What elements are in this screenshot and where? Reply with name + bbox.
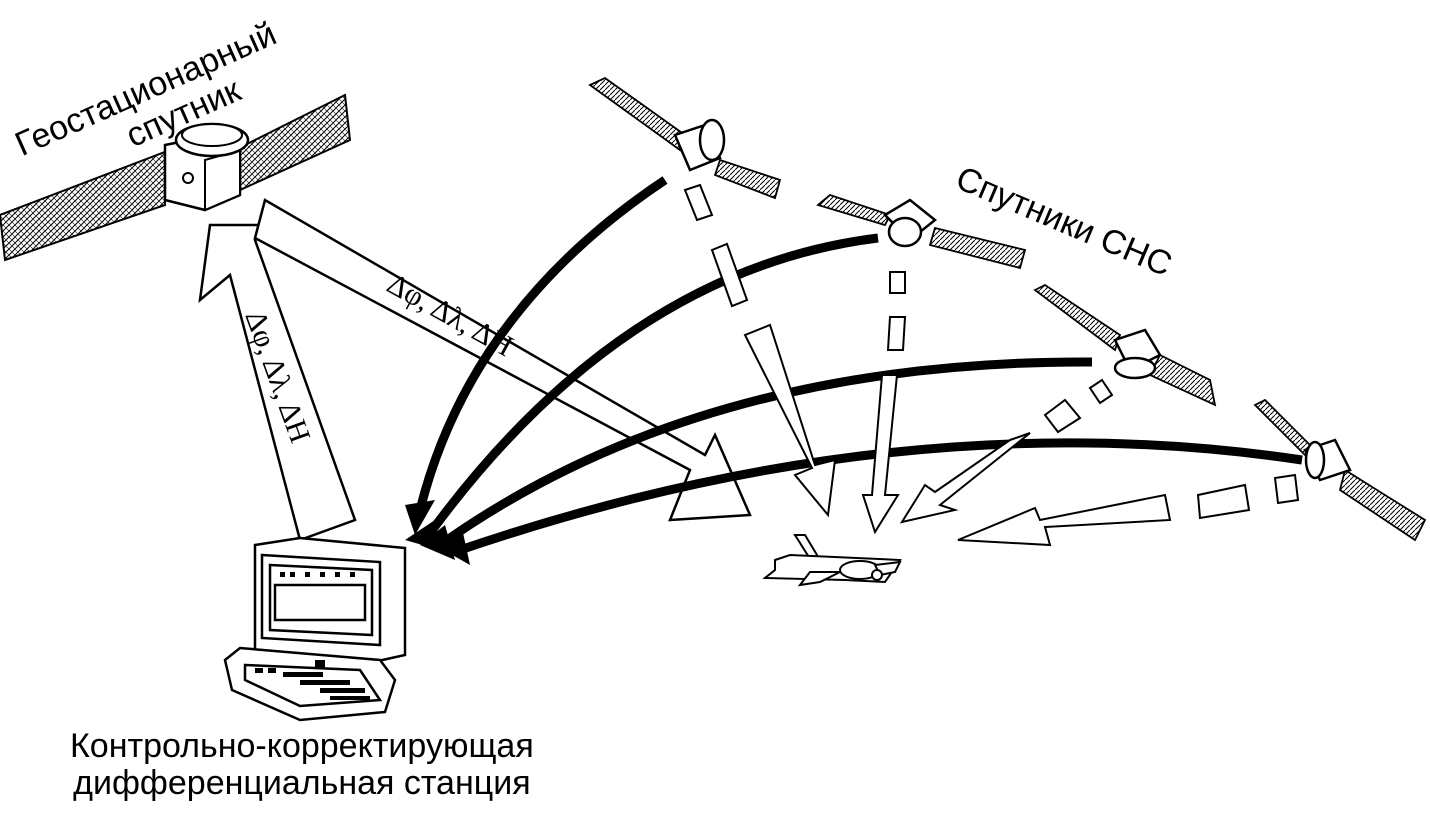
station-label: Контрольно-корректирующая дифференциальн…	[70, 727, 534, 803]
station-label-line1: Контрольно-корректирующая	[70, 727, 534, 765]
downlink-arrow	[253, 198, 752, 522]
gnss-to-aircraft-arrows	[683, 183, 1300, 547]
gnss-satellite-4	[1253, 398, 1427, 542]
station-computer-icon	[223, 536, 407, 722]
station-label-line2: дифференциальная станция	[73, 764, 531, 803]
gnss-satellite-3	[1033, 283, 1217, 407]
uplink-arrow	[198, 223, 357, 542]
geostationary-satellite	[0, 93, 352, 262]
gnss-satellite-1	[588, 76, 782, 200]
aircraft-icon	[762, 534, 902, 587]
arrowheads	[405, 500, 470, 565]
gnss-to-station-arrows	[415, 176, 1303, 555]
gnss-satellite-2	[816, 193, 1027, 270]
